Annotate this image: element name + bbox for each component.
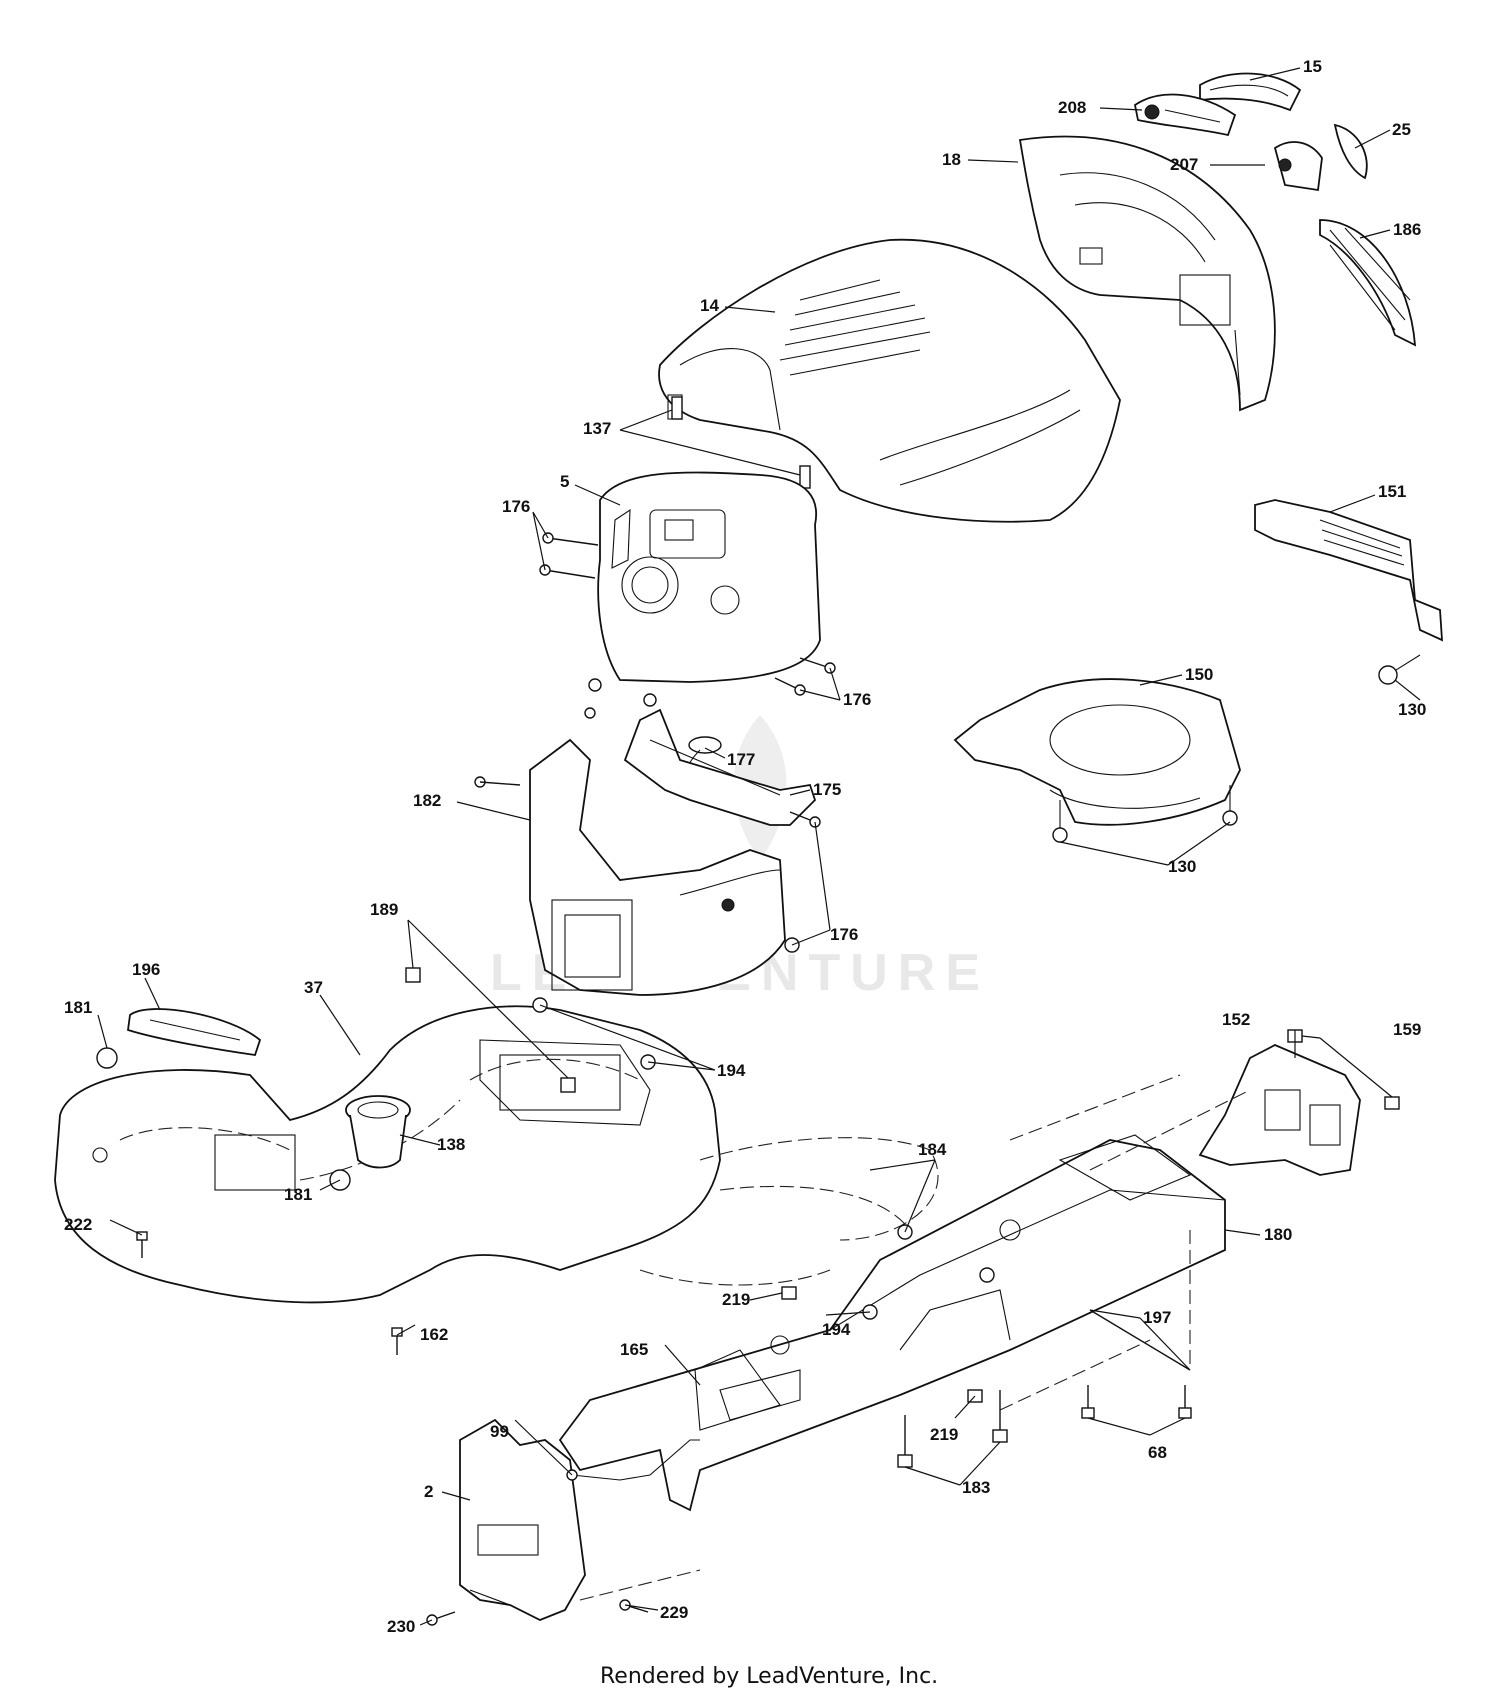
part-18-front-housing xyxy=(1018,135,1276,412)
callout-5: 5 xyxy=(560,472,569,491)
callout-130b: 130 xyxy=(1168,857,1196,876)
callout-183: 183 xyxy=(962,1478,990,1497)
callout-15: 15 xyxy=(1303,57,1322,76)
callout-176c: 176 xyxy=(830,925,858,944)
callout-14: 14 xyxy=(700,296,719,315)
part-208-headlight xyxy=(1134,93,1237,137)
hood-vent-slots xyxy=(779,279,931,376)
callout-222: 222 xyxy=(64,1215,92,1234)
callout-130a: 130 xyxy=(1398,700,1426,719)
callout-196: 196 xyxy=(132,960,160,979)
callout-219a: 219 xyxy=(722,1290,750,1309)
callout-181b: 181 xyxy=(284,1185,312,1204)
callout-194a: 194 xyxy=(717,1061,746,1080)
callout-184: 184 xyxy=(918,1140,947,1159)
callout-208: 208 xyxy=(1058,98,1086,117)
callout-229: 229 xyxy=(660,1603,688,1622)
part-14-hood xyxy=(658,238,1121,523)
part-138-bushing xyxy=(345,1095,411,1169)
callout-37: 37 xyxy=(304,978,323,997)
part-130-screw xyxy=(1378,654,1421,685)
callout-177: 177 xyxy=(727,750,755,769)
part-2-front-bracket xyxy=(459,1418,586,1621)
callout-25: 25 xyxy=(1392,120,1411,139)
part-15-lens-cover xyxy=(1199,72,1302,112)
callout-162: 162 xyxy=(420,1325,448,1344)
part-5-dash-panel xyxy=(597,471,821,683)
callout-176a: 176 xyxy=(502,497,530,516)
callout-181a: 181 xyxy=(64,998,92,1017)
callout-180: 180 xyxy=(1264,1225,1292,1244)
callout-230: 230 xyxy=(387,1617,415,1636)
part-165-plate xyxy=(694,1349,781,1431)
callout-68: 68 xyxy=(1148,1443,1167,1462)
part-186-grille xyxy=(1319,219,1417,347)
callout-197: 197 xyxy=(1143,1308,1171,1327)
leader-lines xyxy=(97,67,1421,1626)
callout-207: 207 xyxy=(1170,155,1198,174)
callout-150: 150 xyxy=(1185,665,1213,684)
callout-2: 2 xyxy=(424,1482,433,1501)
part-150-shroud xyxy=(953,678,1241,826)
callout-152: 152 xyxy=(1222,1010,1250,1029)
part-207-headlight xyxy=(1273,141,1323,192)
callout-137: 137 xyxy=(583,419,611,438)
part-182-lower-housing xyxy=(529,738,786,996)
part-130b-screws xyxy=(1052,785,1238,843)
callout-189: 189 xyxy=(370,900,398,919)
callout-99: 99 xyxy=(490,1422,509,1441)
callout-165: 165 xyxy=(620,1340,648,1359)
part-175-dash-bracket xyxy=(623,708,817,826)
part-25-side-lens xyxy=(1333,123,1368,180)
callout-182: 182 xyxy=(413,791,441,810)
footer-credit: Rendered by LeadVenture, Inc. xyxy=(600,1664,938,1689)
callout-194b: 194 xyxy=(822,1320,851,1339)
callout-176b: 176 xyxy=(843,690,871,709)
part-196-cover xyxy=(127,1008,262,1056)
callout-159: 159 xyxy=(1393,1020,1421,1039)
callout-138: 138 xyxy=(437,1135,465,1154)
callout-151: 151 xyxy=(1378,482,1406,501)
part-180-frame xyxy=(558,1134,1226,1512)
callout-18: 18 xyxy=(942,150,961,169)
callout-labels: 15 208 25 18 207 186 14 137 5 176 151 17… xyxy=(64,57,1426,1636)
callout-186: 186 xyxy=(1393,220,1421,239)
hardware xyxy=(96,532,1400,1626)
callout-219b: 219 xyxy=(930,1425,958,1444)
part-152-rear-plate xyxy=(1198,1044,1361,1176)
part-151-bracket xyxy=(1254,499,1443,642)
dashed-routes xyxy=(579,1074,1251,1601)
callout-175: 175 xyxy=(813,780,841,799)
